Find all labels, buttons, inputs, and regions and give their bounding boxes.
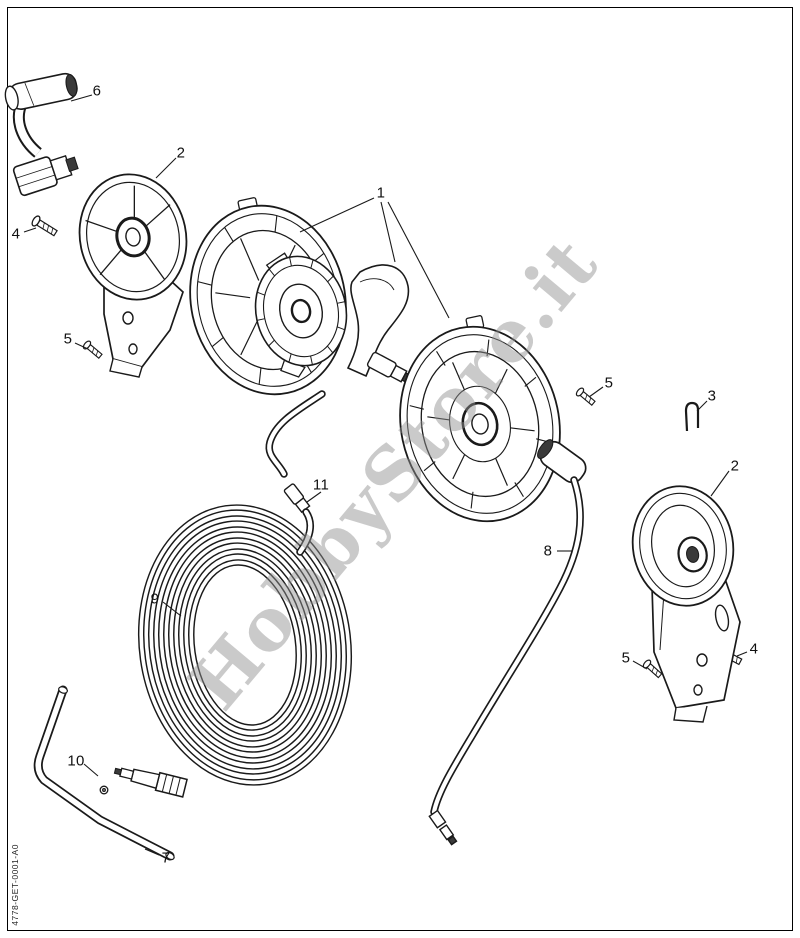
- callout-4-left: 4: [11, 225, 21, 243]
- callout-8: 8: [543, 542, 553, 560]
- callout-4-right: 4: [749, 640, 759, 658]
- leader-lines: [23, 94, 748, 856]
- callout-5-left: 5: [63, 330, 73, 348]
- callout-6: 6: [92, 82, 102, 100]
- callout-2-left: 2: [176, 144, 186, 162]
- retaining-pin: [684, 401, 700, 432]
- callout-10: 10: [67, 752, 85, 770]
- hose-guide-frame: [33, 685, 175, 861]
- document-code: 4778-GET-0001-A0: [10, 844, 20, 926]
- callout-1: 1: [376, 184, 386, 202]
- nozzle-assembly: [113, 767, 188, 798]
- screw-5-left: [82, 340, 103, 359]
- callout-2-right: 2: [730, 457, 740, 475]
- hose-roller: [537, 439, 587, 484]
- bracket-left: [78, 173, 188, 378]
- callout-7: 7: [161, 849, 171, 867]
- page-border: [7, 7, 793, 931]
- fitting-10: [99, 785, 109, 795]
- screw-5-right-bottom: [642, 659, 663, 679]
- crank-handle: [4, 72, 79, 197]
- hose-coil: [137, 504, 353, 786]
- callout-5-right-top: 5: [604, 374, 614, 392]
- callout-9: 9: [150, 590, 160, 608]
- hose-upper: [265, 390, 326, 556]
- bracket-right: [631, 485, 741, 723]
- screw-4-left: [31, 215, 58, 237]
- callout-5-right-bottom: 5: [621, 649, 631, 667]
- screw-5-right-top: [575, 387, 596, 406]
- callout-3: 3: [707, 387, 717, 405]
- reel-disc-front: [399, 315, 561, 523]
- callout-11: 11: [312, 476, 330, 494]
- ratchet-assembly: [254, 252, 348, 378]
- hose-right: [428, 476, 584, 846]
